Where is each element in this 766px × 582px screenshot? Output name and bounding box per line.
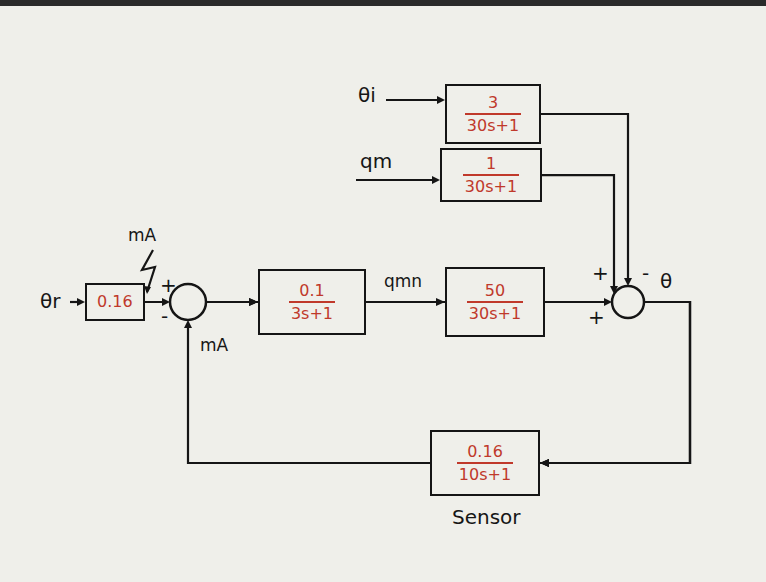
- denominator: 3s+1: [289, 301, 335, 323]
- summing-junction: [612, 286, 644, 318]
- input-wire: [386, 99, 440, 101]
- transfer-function: 0.13s+1: [289, 281, 335, 323]
- transfer-box: 0.13s+1: [258, 269, 366, 335]
- transfer-box: 0.16: [85, 283, 145, 321]
- sign-label: -: [642, 262, 649, 284]
- signal-name: θr: [40, 290, 60, 312]
- transfer-function: 0.1610s+1: [457, 442, 513, 484]
- signal-line: [188, 302, 430, 463]
- denominator: 30s+1: [465, 113, 521, 135]
- photo-edge: [0, 0, 766, 6]
- block-name: Sensor: [452, 506, 521, 528]
- signal-name: θ: [660, 270, 672, 292]
- arrow-head: [624, 278, 632, 286]
- signal-line: [540, 175, 690, 463]
- signal-line: [540, 302, 690, 463]
- arrow-head: [432, 176, 440, 184]
- transfer-function: 330s+1: [465, 93, 521, 135]
- numerator: 0.1: [289, 281, 335, 300]
- sign-label: +: [588, 306, 605, 328]
- transfer-box: 130s+1: [440, 148, 542, 202]
- transfer-function: 5030s+1: [467, 281, 523, 323]
- signal-name: qmn: [382, 272, 424, 291]
- signal-name: mA: [126, 226, 158, 245]
- signal-name: mA: [198, 336, 230, 355]
- sign-label: +: [592, 262, 609, 284]
- arrow-head: [437, 96, 445, 104]
- sign-label: +: [160, 274, 177, 296]
- signal-line: [540, 114, 690, 463]
- signal-name: qm: [360, 150, 392, 172]
- arrow-head: [77, 298, 85, 306]
- arrow-head: [144, 286, 151, 294]
- sign-label: -: [161, 305, 168, 327]
- input-wire: [356, 179, 435, 181]
- arrow-head: [184, 320, 192, 328]
- signal-name: θi: [358, 84, 376, 106]
- numerator: 1: [463, 154, 519, 173]
- numerator: 0.16: [457, 442, 513, 461]
- denominator: 30s+1: [463, 174, 519, 196]
- transfer-box: 0.1610s+1: [430, 430, 540, 496]
- denominator: 30s+1: [467, 301, 523, 323]
- arrow-head: [604, 298, 612, 306]
- arrow-head: [610, 286, 618, 294]
- numerator: 3: [465, 93, 521, 112]
- signal-line: [366, 301, 445, 303]
- numerator: 50: [467, 281, 523, 300]
- transfer-box: 330s+1: [445, 84, 541, 144]
- transfer-function: 130s+1: [463, 154, 519, 196]
- transfer-box: 5030s+1: [445, 267, 545, 337]
- transfer-function: 0.16: [95, 292, 135, 311]
- numerator: 0.16: [95, 292, 135, 311]
- denominator: 10s+1: [457, 462, 513, 484]
